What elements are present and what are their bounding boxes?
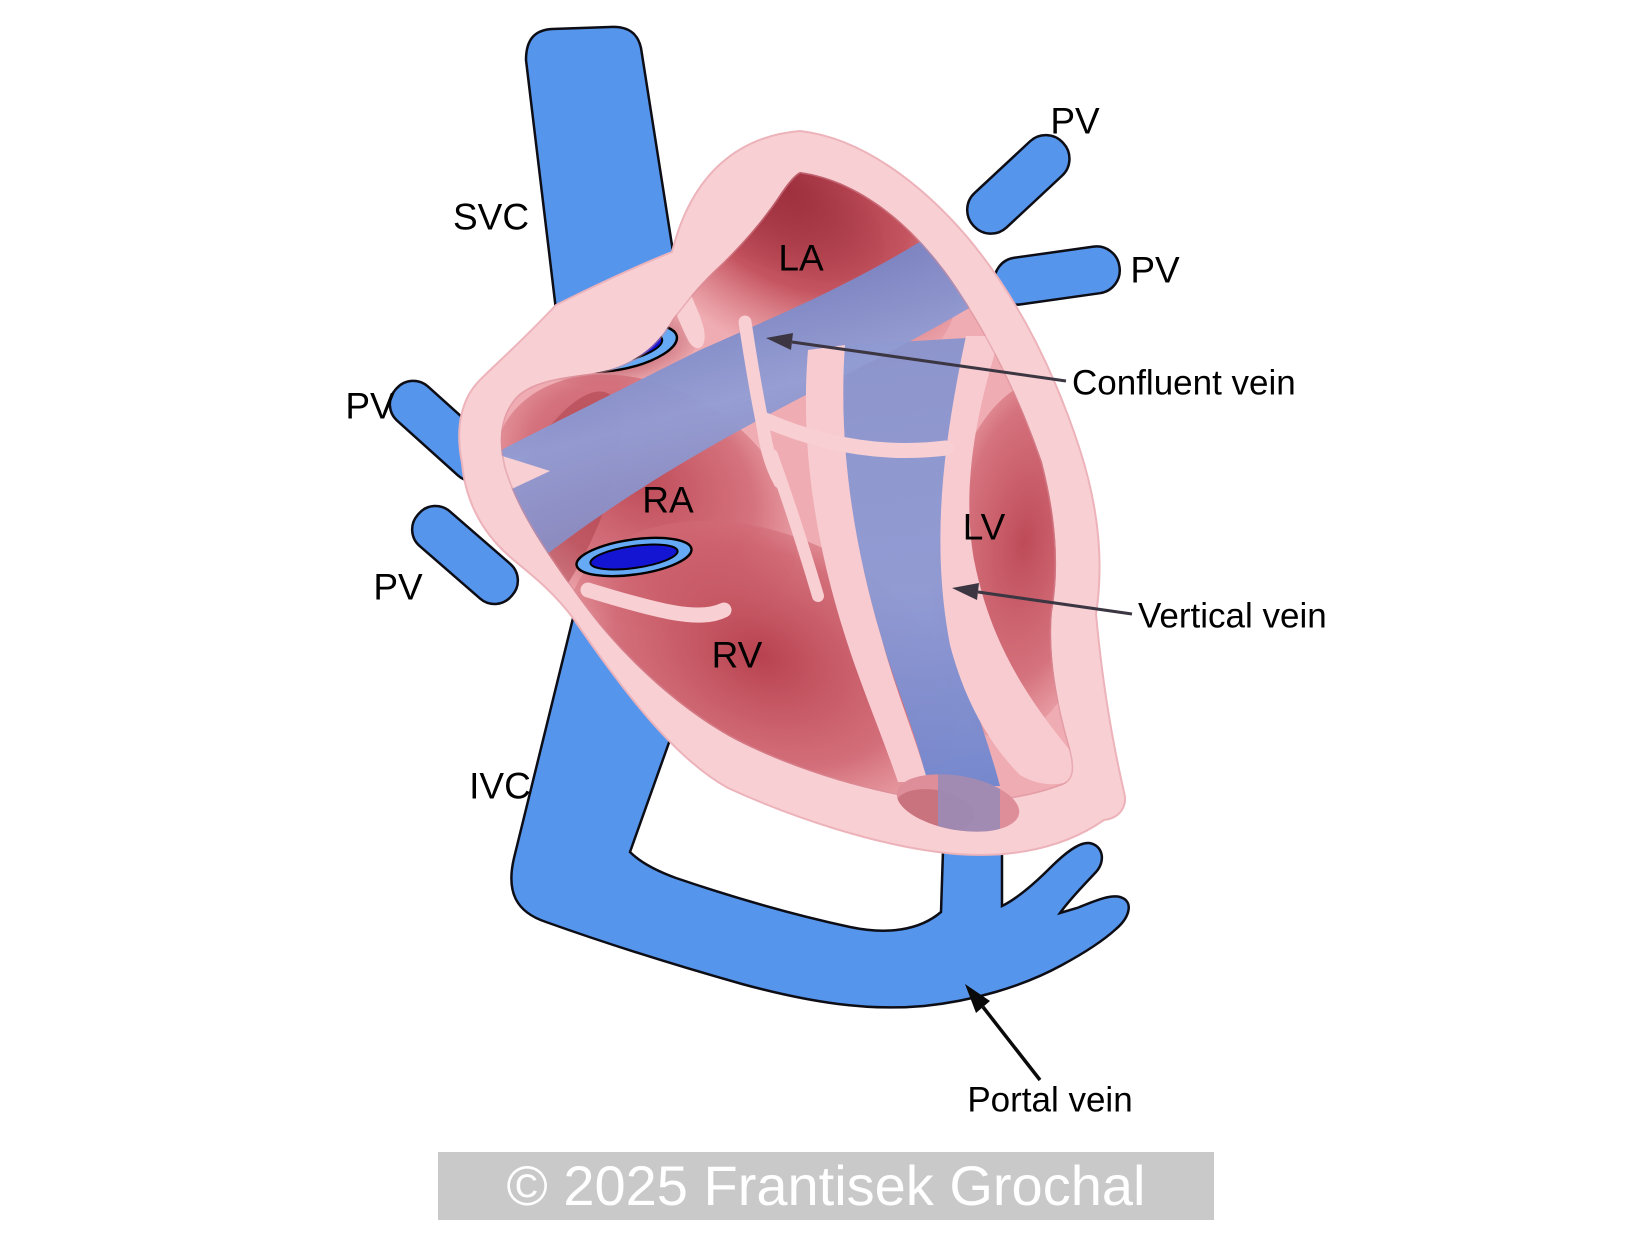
annotation-arrows [766, 333, 1133, 1082]
vertical-vein-arrow [952, 583, 1133, 616]
ivc-label: IVC [469, 765, 531, 807]
rv-label: RV [711, 634, 763, 676]
pulmonary-vein-left-lower [410, 504, 520, 606]
interventricular-septum [805, 345, 928, 782]
lv-wall-strip [940, 336, 1074, 785]
svc-label: SVC [452, 196, 530, 238]
portal-vein-label: Portal vein [967, 1080, 1133, 1120]
la-label: LA [778, 237, 824, 279]
pulmonary-veins [388, 133, 1121, 606]
ostium-lower [575, 536, 693, 578]
confluent-vein-channel [500, 212, 1012, 588]
ra-label: RA [642, 479, 694, 521]
copyright-text: © 2025 Frantisek Grochal [506, 1154, 1146, 1217]
valve-leaflets [580, 315, 954, 623]
svc-vessel [524, 25, 676, 312]
pv-left-upper-label: PV [345, 385, 395, 427]
pv-top-right-label: PV [1050, 100, 1100, 142]
vertical-vein-label: Vertical vein [1138, 596, 1327, 636]
apex-opening [895, 770, 1020, 840]
copyright-bar: © 2025 Frantisek Grochal [438, 1152, 1214, 1220]
portal-vein-arrow [965, 984, 1042, 1082]
confluent-vein-label: Confluent vein [1072, 363, 1296, 403]
lv-label: LV [962, 506, 1006, 548]
pv-left-lower-label: PV [373, 566, 423, 608]
confluent-vein-arrow [766, 333, 1067, 383]
pulmonary-vein-top-right [965, 133, 1071, 235]
pv-right-label: PV [1130, 249, 1180, 291]
inner-wall-edge [500, 172, 1074, 803]
